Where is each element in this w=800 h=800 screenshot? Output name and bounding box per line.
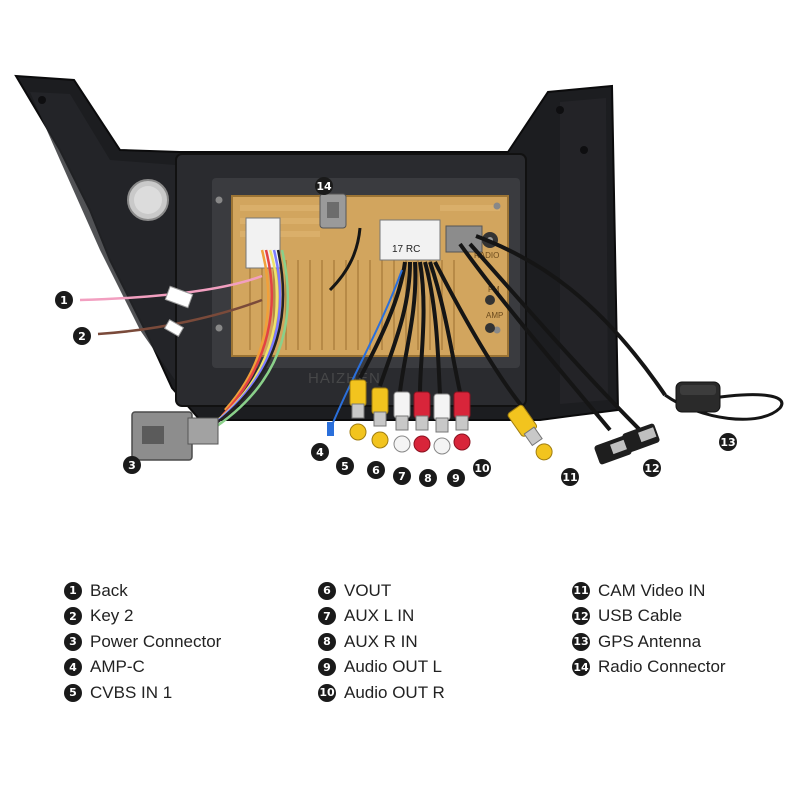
callout-10: 10 [473,459,491,477]
legend-column: 1 Back 2 Key 2 3 Power Connector 4 AMP-C 5 CVBS I… [64,578,221,706]
svg-text:13: 13 [720,436,735,449]
legend-item: 7 AUX L IN [318,604,445,630]
legend-label: VOUT [344,580,392,600]
legend-label: Key 2 [90,606,134,626]
svg-text:12: 12 [644,462,659,475]
head-unit-illustration: 17 RC RADIO FM AMP HAIZHEN [14,74,784,487]
rca-plug-8 [413,391,431,453]
callout-2: 2 [73,327,91,345]
svg-text:4: 4 [316,446,324,459]
svg-text:2: 2 [78,330,86,343]
legend-item: 5 CVBS IN 1 [64,680,221,706]
legend-label: Audio OUT L [344,657,442,677]
legend: 1 Back 2 Key 2 3 Power Connector 4 AMP-C 5 CVBS I… [64,578,784,708]
legend-number-badge: 1 [64,581,82,600]
legend-label: Audio OUT R [344,682,445,702]
legend-number-badge: 13 [572,632,590,651]
legend-item: 10 Audio OUT R [318,680,445,706]
legend-item: 3 Power Connector [64,629,221,655]
legend-item: 9 Audio OUT L [318,655,445,681]
legend-label: Back [90,580,128,600]
legend-label: Power Connector [90,631,222,651]
legend-number-badge: 3 [64,632,82,651]
svg-text:3: 3 [128,459,136,472]
svg-text:6: 6 [372,464,380,477]
legend-label: AUX R IN [344,631,418,651]
legend-item: 4 AMP-C [64,655,221,681]
legend-item: 1 Back [64,578,221,604]
callout-1: 1 [55,291,73,309]
legend-item: 11 CAM Video IN [572,578,726,604]
legend-number-badge: 10 [318,683,336,702]
callout-11: 11 [561,468,579,486]
callout-3: 3 [123,456,141,474]
legend-label: GPS Antenna [598,631,702,651]
callout-8: 8 [419,469,437,487]
legend-number-badge: 5 [64,683,82,702]
rca-plug-5 [349,379,367,441]
rca-plug-6 [371,387,389,449]
rca-plug-9 [433,393,451,455]
legend-column: 11 CAM Video IN 12 USB Cable 13 GPS Antenna 14… [572,578,726,680]
legend-item: 8 AUX R IN [318,629,445,655]
legend-label: USB Cable [598,606,683,626]
callout-14: 14 [315,177,333,195]
legend-number-badge: 2 [64,607,82,626]
usb-plugs [594,423,660,465]
watermark: HAIZHEN [308,370,381,387]
svg-text:9: 9 [452,472,460,485]
callout-9: 9 [447,469,465,487]
legend-number-badge: 7 [318,607,336,626]
legend-item: 12 USB Cable [572,604,726,630]
callout-7: 7 [393,467,411,485]
rca-plug-7 [393,391,411,453]
callout-5: 5 [336,457,354,475]
legend-number-badge: 14 [572,658,590,677]
legend-item: 2 Key 2 [64,604,221,630]
legend-label: CVBS IN 1 [90,682,173,702]
callout-6: 6 [367,461,385,479]
rca-marking: 17 RC [392,244,420,255]
legend-number-badge: 6 [318,581,336,600]
legend-column: 6 VOUT 7 AUX L IN 8 AUX R IN 9 Audio OUT L 10 Aud… [318,578,445,706]
legend-number-badge: 8 [318,632,336,651]
legend-item: 13 GPS Antenna [572,629,726,655]
legend-number-badge: 9 [318,658,336,677]
legend-label: Radio Connector [598,657,726,677]
cam-rca-plug [507,404,553,461]
callout-4: 4 [311,443,329,461]
rca-plug-10 [453,391,471,451]
svg-text:14: 14 [316,180,332,193]
callout-12: 12 [643,459,661,477]
legend-item: 14 Radio Connector [572,655,726,681]
svg-text:5: 5 [341,460,349,473]
legend-number-badge: 11 [572,581,590,600]
svg-text:1: 1 [60,294,68,307]
amp-marking: AMP [486,311,503,320]
legend-label: CAM Video IN [598,580,706,600]
legend-number-badge: 12 [572,607,590,626]
svg-text:8: 8 [424,472,432,485]
callout-13: 13 [719,433,737,451]
svg-text:10: 10 [474,462,490,475]
svg-text:11: 11 [562,471,577,484]
svg-text:7: 7 [398,470,406,483]
legend-label: AUX L IN [344,606,415,626]
product-diagram: 17 RC RADIO FM AMP HAIZHEN [14,74,784,487]
legend-number-badge: 4 [64,658,82,677]
legend-label: AMP-C [90,657,145,677]
legend-item: 6 VOUT [318,578,445,604]
radio-marking: RADIO [474,251,499,260]
gps-antenna [664,381,784,421]
